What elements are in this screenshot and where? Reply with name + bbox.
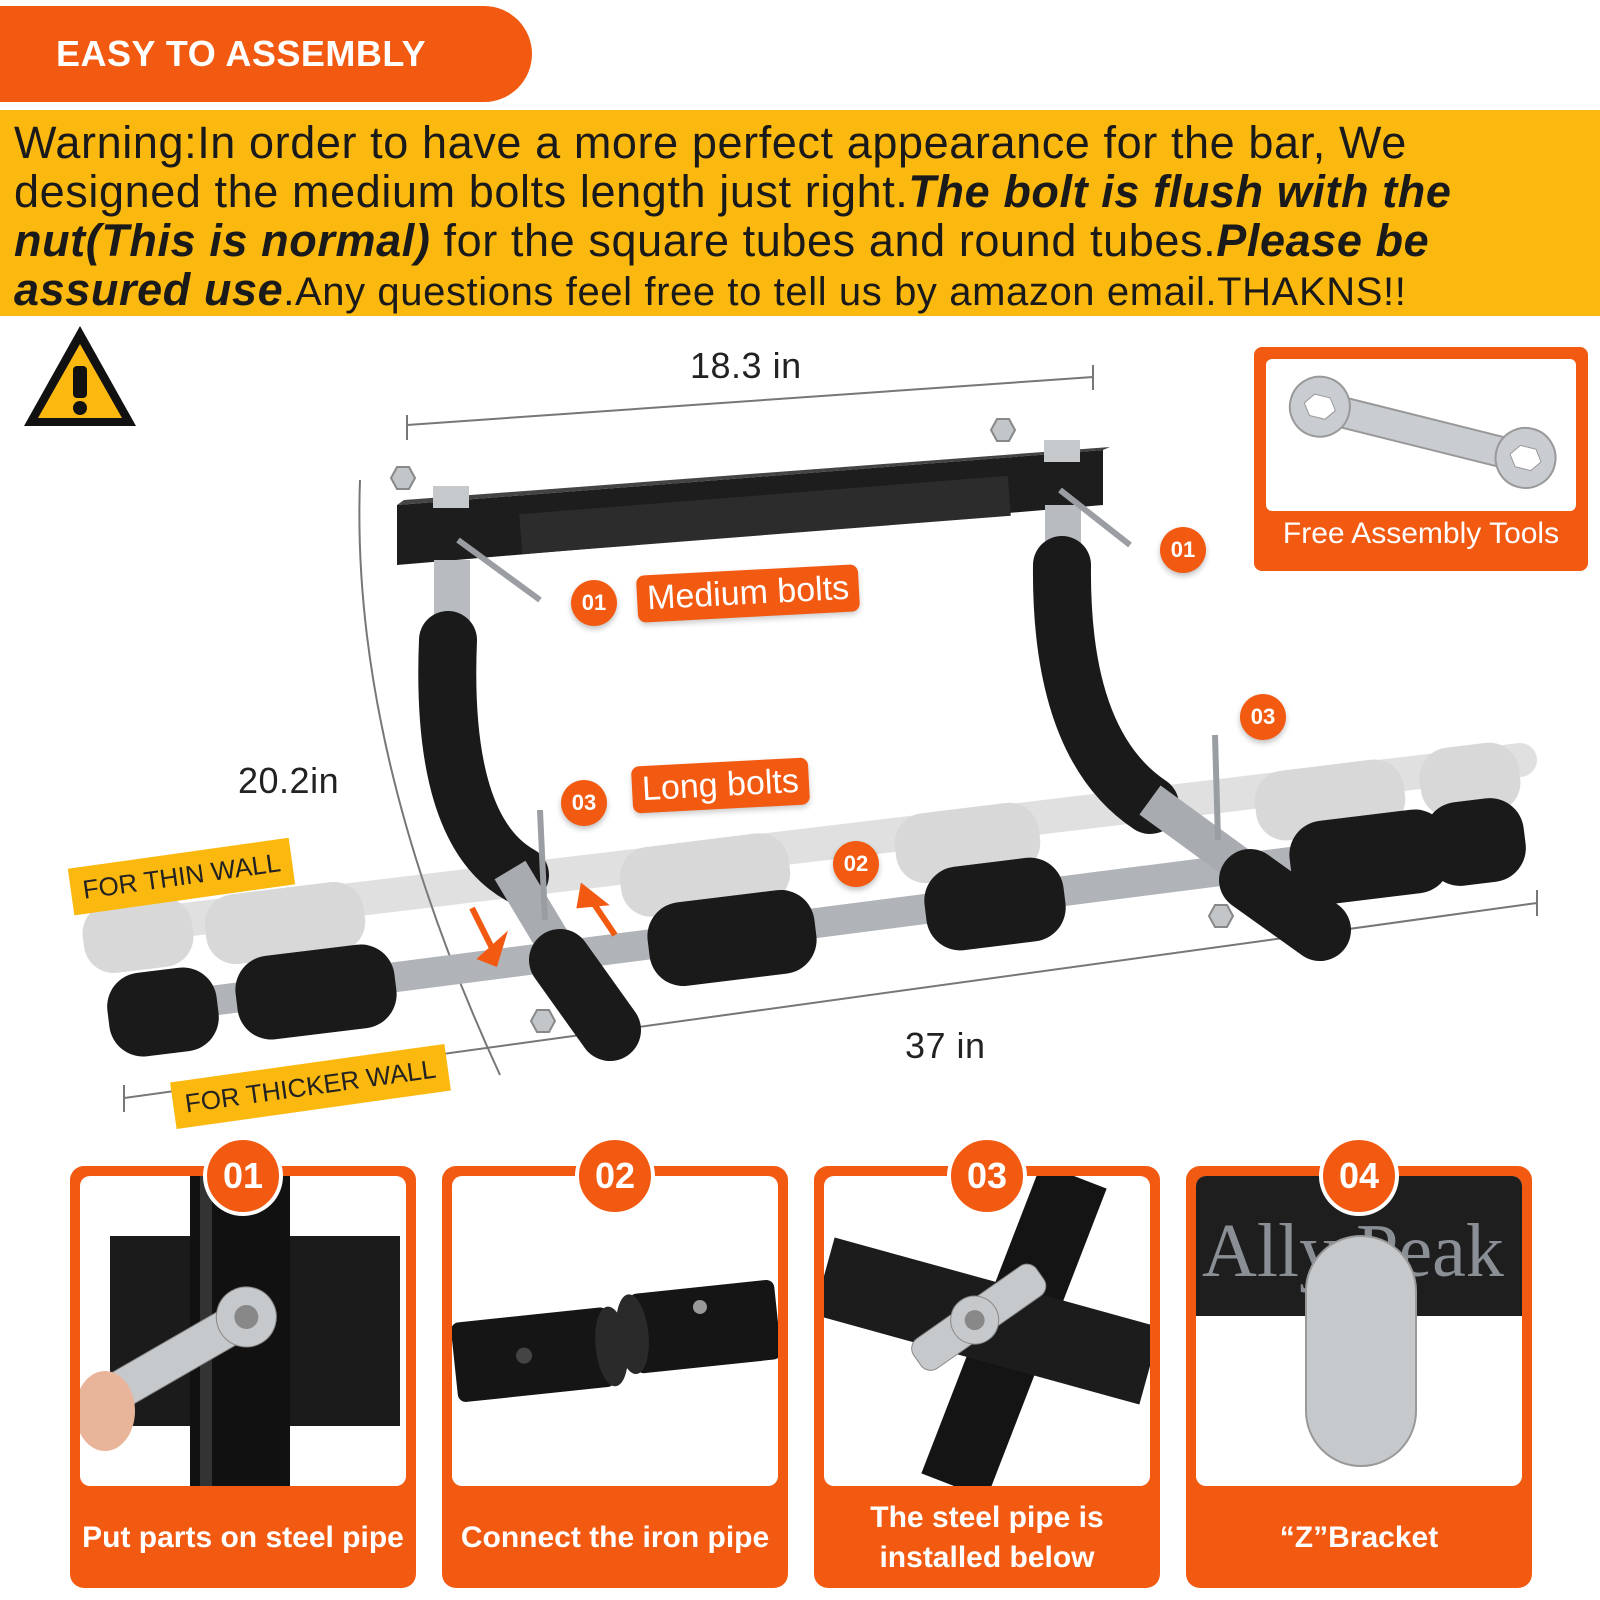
dimension-length: 37 in [905, 1025, 986, 1066]
step-caption-3: The steel pipe is installed below [870, 1501, 1104, 1574]
badge-02: 02 [833, 841, 879, 887]
tools-label: Free Assembly Tools [1282, 517, 1560, 550]
warning-text-1: Warning:In order to have a more perfect … [14, 117, 1407, 217]
tools-image-area [1266, 359, 1576, 511]
step-number-4: 04 [1319, 1136, 1399, 1216]
warning-icon [24, 326, 136, 426]
wrench-icon [1288, 375, 1557, 489]
badge-01-left: 01 [571, 580, 617, 626]
step-photo-3 [824, 1176, 1150, 1486]
free-tools-box: Free Assembly Tools [1254, 347, 1588, 571]
step-card-2: 02 Connect the iron pipe [442, 1136, 788, 1588]
warning-banner: Warning:In order to have a more perfect … [0, 110, 1600, 316]
header-title: EASY TO ASSEMBLY [56, 33, 427, 74]
z-bracket-photo: Ally Peak [1196, 1176, 1522, 1467]
warning-text-3: .Any questions feel free to tell us by a… [283, 270, 1407, 314]
warning-emphasis-1: The bolt is flush with the nut(This is n… [14, 166, 1452, 266]
step-number-3: 03 [947, 1136, 1027, 1216]
steel-pipe-wrench-photo [80, 1176, 400, 1486]
header-tab: EASY TO ASSEMBLY [0, 6, 532, 102]
step-photo-1 [80, 1176, 406, 1486]
dimension-height: 20.2in [238, 760, 340, 801]
step-card-1: 01 Put parts on steel pipe [70, 1136, 416, 1588]
warning-text-2: for the square tubes and round tubes. [430, 215, 1217, 266]
warning-emphasis-2: Please be assured use [14, 215, 1430, 315]
step-number-1: 01 [203, 1136, 283, 1216]
steel-pipe-below-photo [824, 1176, 1150, 1486]
step-card-4: Ally Peak 04 “Z”Bracket [1186, 1136, 1532, 1588]
long-bolts-label: Long bolts [630, 757, 811, 814]
dimension-top-width: 18.3 in [690, 345, 802, 386]
pullup-bar-illustration [82, 365, 1538, 1112]
step-card-3: 03 The steel pipe is installed below [814, 1136, 1160, 1588]
iron-pipe-photo [452, 1279, 778, 1402]
badge-03-right: 03 [1240, 694, 1286, 740]
step-photo-4: Ally Peak [1196, 1176, 1522, 1486]
badge-03-left: 03 [561, 780, 607, 826]
step-photo-2 [452, 1176, 778, 1486]
step-number-2: 02 [575, 1136, 655, 1216]
badge-01-right: 01 [1160, 527, 1206, 573]
step-caption-1: Put parts on steel pipe [82, 1521, 404, 1554]
step-caption-4: “Z”Bracket [1279, 1521, 1439, 1554]
step-caption-2: Connect the iron pipe [460, 1521, 770, 1554]
